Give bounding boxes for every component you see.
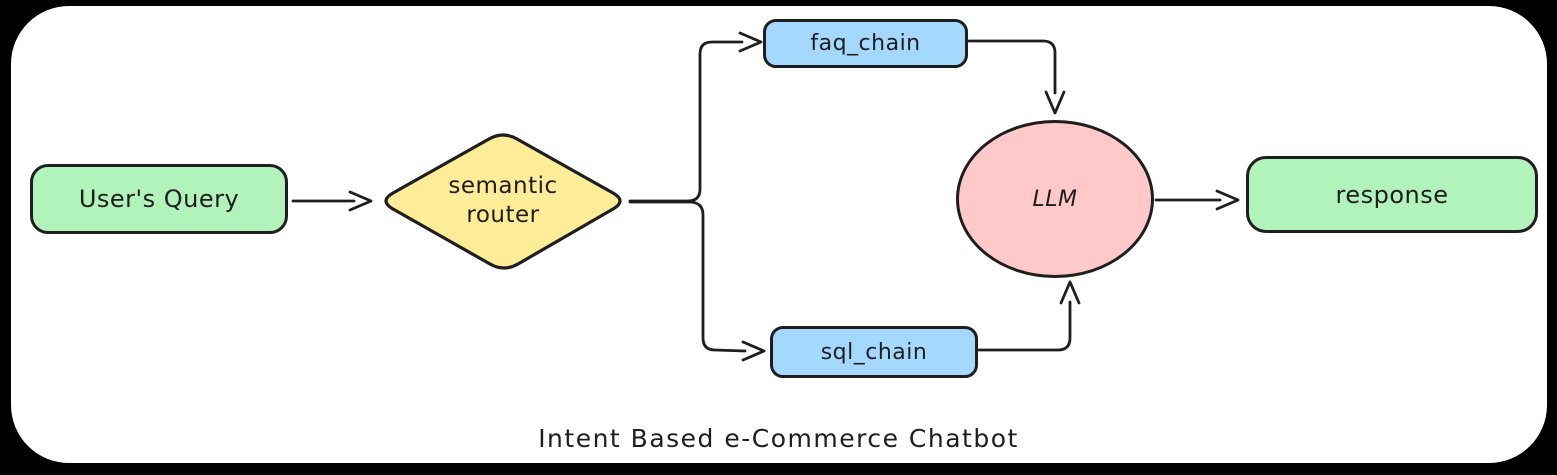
node-faq-chain: faq_chain: [763, 19, 968, 68]
edge-faqchain-llm: [967, 39, 1057, 95]
node-sql-chain-label: sql_chain: [820, 339, 928, 365]
arrowhead-router-faqchain: [738, 31, 763, 53]
edge-sqlchain-llm: [977, 300, 1072, 352]
semantic-router-diamond-shape: [384, 133, 622, 270]
node-semantic-router: semantic router: [433, 166, 573, 236]
node-faq-chain-label: faq_chain: [810, 31, 921, 56]
node-sql-chain: sql_chain: [770, 326, 978, 378]
node-response: response: [1246, 156, 1538, 233]
node-llm-label: LLM: [1032, 186, 1078, 212]
node-llm: LLM: [956, 120, 1154, 278]
arrowhead-router-sqlchain: [741, 340, 766, 362]
node-users-query-label: User's Query: [78, 185, 240, 213]
arrowhead-usersquery-router: [348, 190, 373, 212]
arrowhead-llm-response: [1215, 189, 1240, 211]
canvas-surface: [11, 6, 1547, 463]
node-semantic-router-label: semantic router: [448, 173, 558, 228]
diagram-caption: Intent Based e-Commerce Chatbot: [538, 424, 1019, 453]
node-response-label: response: [1335, 180, 1449, 209]
node-users-query: User's Query: [30, 164, 288, 234]
edge-router-faqchain: [628, 40, 744, 203]
arrowhead-faqchain-llm: [1044, 90, 1066, 115]
edge-router-sqlchain: [628, 200, 747, 353]
arrowhead-sqlchain-llm: [1059, 280, 1081, 305]
